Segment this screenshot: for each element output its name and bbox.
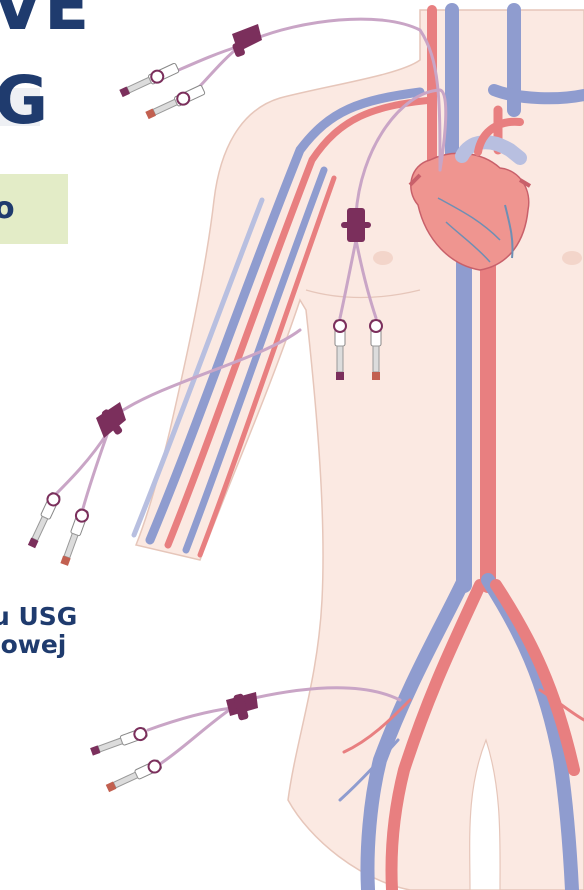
caption-line-2: iowej	[0, 632, 66, 657]
caption-line-1: u USG	[0, 604, 77, 629]
